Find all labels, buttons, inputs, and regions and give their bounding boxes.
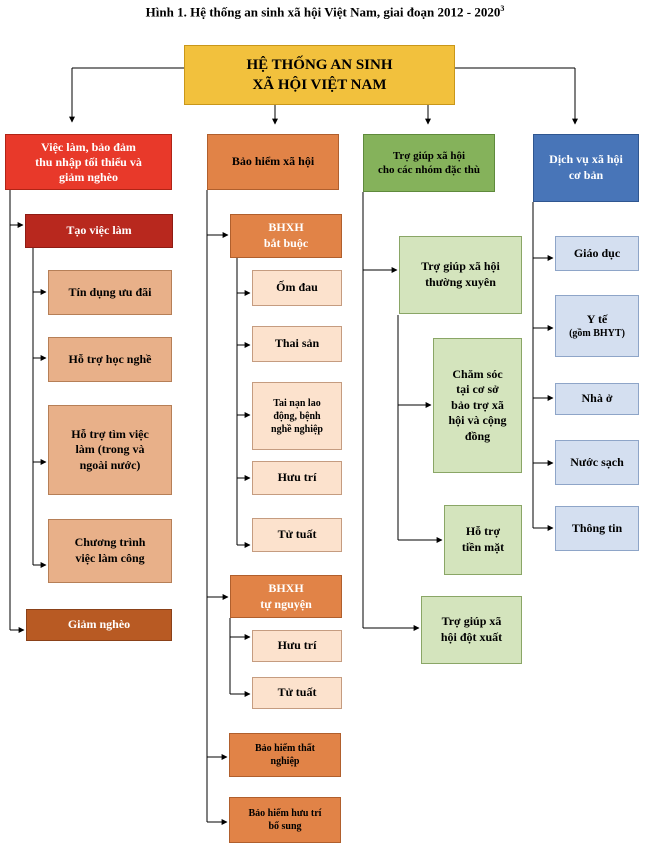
- bhxh-bat-buoc-node: BHXH bắt buộc: [230, 214, 342, 258]
- bhxh-tu-nguyen-node: BHXH tự nguyện: [230, 575, 342, 618]
- y-te-node: Y tế (gồm BHYT): [555, 295, 639, 357]
- om-dau-node: Ốm đau: [252, 270, 342, 306]
- tao-viec-lam-node: Tạo việc làm: [25, 214, 173, 248]
- giam-ngheo-node: Giảm nghèo: [26, 609, 172, 641]
- col1-header: Việc làm, bảo đảm thu nhập tối thiểu và …: [5, 134, 172, 190]
- thai-san-node: Thai sản: [252, 326, 342, 362]
- col2-header: Bảo hiểm xã hội: [207, 134, 339, 190]
- cham-soc-co-so-node: Chăm sóc tại cơ sở bảo trợ xã hội và cộn…: [433, 338, 522, 473]
- thong-tin-node: Thông tin: [555, 506, 639, 551]
- tu-tuat-tu-nguyen-node: Tử tuất: [252, 677, 342, 709]
- tu-tuat-bat-buoc-node: Tử tuất: [252, 518, 342, 552]
- tai-nan-lao-dong-node: Tai nạn lao động, bệnh nghề nghiệp: [252, 382, 342, 450]
- ho-tro-hoc-nghe-node: Hỗ trợ học nghề: [48, 337, 172, 382]
- tro-giup-dot-xuat-node: Trợ giúp xã hội đột xuất: [421, 596, 522, 664]
- figure-caption: Hình 1. Hệ thống an sinh xã hội Việt Nam…: [145, 4, 505, 20]
- y-te-label: Y tế: [586, 311, 608, 326]
- y-te-note: (gồm BHYT): [569, 328, 625, 340]
- bao-hiem-that-nghiep-node: Bảo hiểm thất nghiệp: [229, 733, 341, 777]
- root-node: HỆ THỐNG AN SINH XÃ HỘI VIỆT NAM: [184, 45, 455, 105]
- huu-tri-bat-buoc-node: Hưu trí: [252, 461, 342, 495]
- ho-tro-tim-viec-node: Hỗ trợ tìm việc làm (trong và ngoài nước…: [48, 405, 172, 495]
- chuong-trinh-viec-lam-cong-node: Chương trình việc làm công: [48, 519, 172, 583]
- bao-hiem-huu-tri-bo-sung-node: Bảo hiểm hưu trí bổ sung: [229, 797, 341, 843]
- giao-duc-node: Giáo dục: [555, 236, 639, 271]
- nuoc-sach-node: Nước sạch: [555, 440, 639, 485]
- huu-tri-tu-nguyen-node: Hưu trí: [252, 630, 342, 662]
- nha-o-node: Nhà ở: [555, 383, 639, 415]
- col4-header: Dịch vụ xã hội cơ bản: [533, 134, 639, 202]
- tin-dung-uu-dai-node: Tín dụng ưu đãi: [48, 270, 172, 315]
- tro-giup-thuong-xuyen-node: Trợ giúp xã hội thường xuyên: [399, 236, 522, 314]
- ho-tro-tien-mat-node: Hỗ trợ tiền mặt: [444, 505, 522, 575]
- col3-header: Trợ giúp xã hội cho các nhóm đặc thù: [363, 134, 495, 192]
